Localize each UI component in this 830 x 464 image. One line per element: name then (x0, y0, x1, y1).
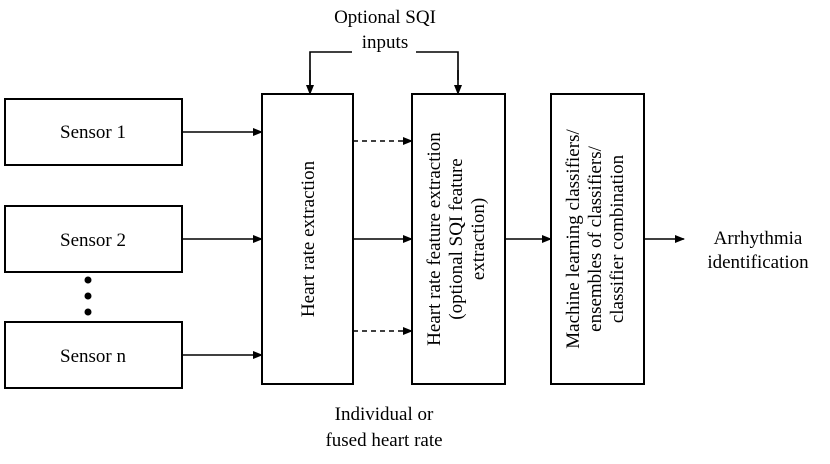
classifier-line-2: ensembles of classifiers/ (585, 145, 606, 331)
sqi-connector-left (309, 51, 352, 94)
fused-heart-rate-line-2: fused heart rate (325, 430, 442, 451)
feature-extraction-line-2: (optional SQI feature (446, 158, 467, 319)
ellipsis-dots (84, 276, 92, 316)
sqi-inputs-line-1: Optional SQI (334, 7, 436, 28)
heart-rate-extraction-block: Heart rate extraction (261, 93, 354, 385)
sqi-inputs-line-2: inputs (362, 32, 408, 53)
feature-extraction-line-1: Heart rate feature extraction (424, 132, 445, 346)
sqi-connector-right (416, 51, 459, 80)
output-line-1: Arrhythmia (714, 228, 803, 249)
fused-heart-rate-annotation: Individual or fused heart rate (325, 404, 442, 451)
sensor-2-block: Sensor 2 (4, 205, 183, 273)
classifier-line-1: Machine learning classifiers/ (563, 129, 584, 349)
output-label: Arrhythmia identification (707, 228, 809, 273)
heart-rate-extraction-label: Heart rate extraction (298, 160, 319, 317)
sensor-n-label: Sensor n (60, 346, 126, 367)
output-line-2: identification (707, 252, 809, 273)
classifier-block: Machine learning classifiers/ ensembles … (550, 93, 645, 385)
sqi-inputs-annotation: Optional SQI inputs (334, 7, 436, 53)
sensor-1-label: Sensor 1 (60, 122, 126, 143)
feature-extraction-block: Heart rate feature extraction (optional … (411, 93, 506, 385)
feature-extraction-line-3: extraction) (468, 198, 489, 280)
sensor-1-block: Sensor 1 (4, 98, 183, 166)
sensor-2-label: Sensor 2 (60, 230, 126, 251)
classifier-line-3: classifier combination (607, 154, 628, 323)
fused-heart-rate-line-1: Individual or (335, 404, 434, 425)
sensor-n-block: Sensor n (4, 321, 183, 389)
